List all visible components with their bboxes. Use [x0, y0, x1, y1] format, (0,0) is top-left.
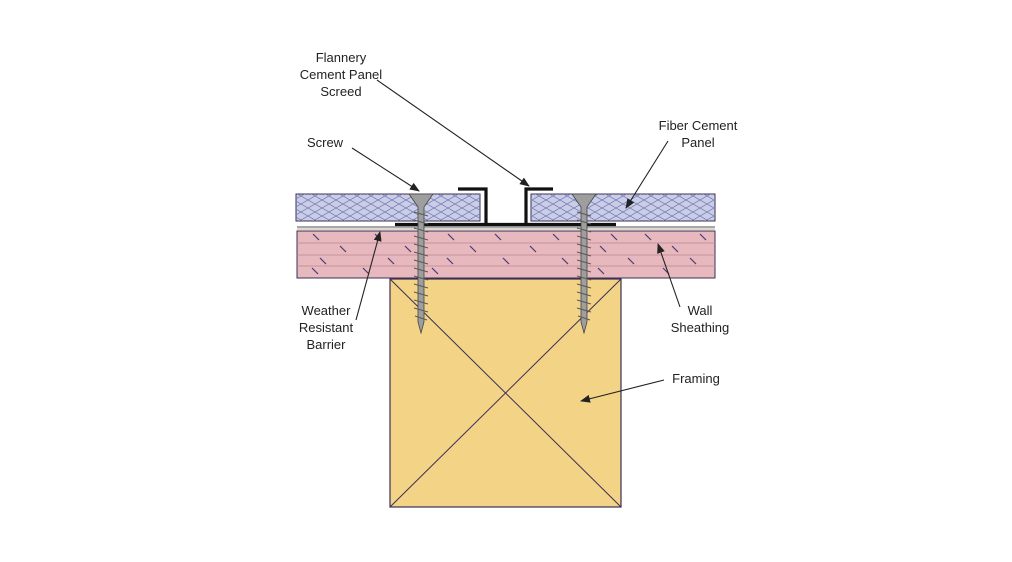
barrier-leader-arrow	[355, 231, 382, 321]
barrier-label-line-3: Barrier	[306, 337, 346, 352]
framing-label: Framing	[666, 370, 726, 387]
barrier-label-line-2: Resistant	[298, 320, 354, 335]
screed-label-line-2: Cement Panel	[299, 67, 383, 82]
screed-label-line-3: Screed	[320, 84, 362, 99]
framing-leader-arrow	[580, 379, 665, 403]
framing-label-line-1: Framing	[672, 371, 720, 386]
wall-sheathing-layer	[296, 230, 716, 279]
wall-sheathing-label: Wall Sheathing	[660, 302, 740, 336]
screw-right	[571, 193, 597, 335]
screw-left	[408, 193, 434, 335]
fiber-cement-leader-arrow	[625, 140, 669, 209]
screed-leader-arrow	[376, 79, 530, 187]
screed-label-line-1: Flannery	[315, 50, 367, 65]
screw-label-line-1: Screw	[306, 135, 344, 150]
fiber-cement-label-line-1: Fiber Cement	[658, 118, 738, 133]
fiber-cement-label-line-2: Panel	[681, 135, 715, 150]
fiber-cement-panel-label: Fiber Cement Panel	[644, 117, 752, 151]
sheathing-label-line-1: Wall	[687, 303, 713, 318]
sheathing-leader-arrow	[657, 243, 681, 308]
barrier-label-line-1: Weather	[301, 303, 351, 318]
screed-profile	[395, 187, 616, 227]
weather-resistant-barrier-layer	[297, 226, 715, 230]
screw-leader-arrow	[351, 147, 420, 192]
sheathing-label-line-2: Sheathing	[670, 320, 730, 335]
fiber-cement-panel-right	[530, 193, 716, 222]
weather-resistant-barrier-label: Weather Resistant Barrier	[284, 302, 368, 353]
screed-label: Flannery Cement Panel Screed	[286, 49, 396, 100]
screw-label: Screw	[295, 134, 355, 151]
fiber-cement-panel-left	[295, 193, 481, 222]
